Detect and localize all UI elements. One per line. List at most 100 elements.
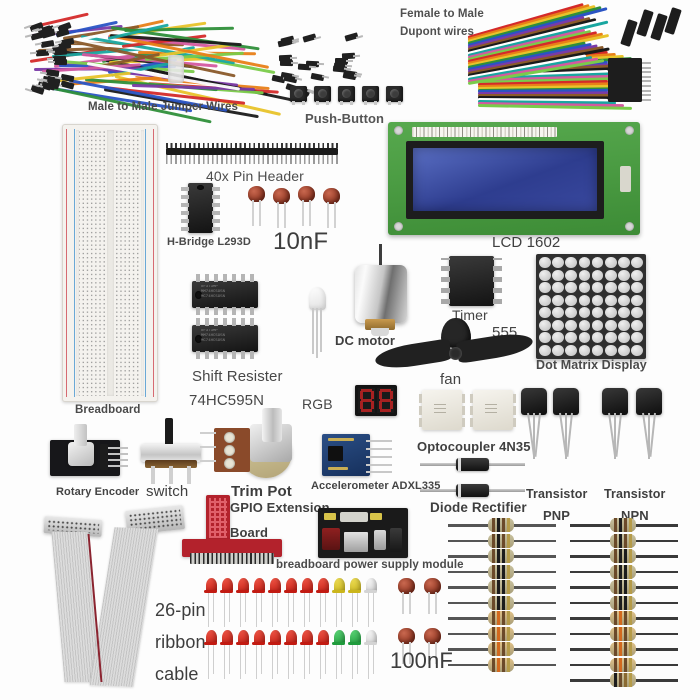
resistor-band: [629, 518, 632, 532]
resistor-band: [629, 657, 632, 672]
push-button[interactable]: [290, 86, 307, 105]
seven-segment-display: [355, 385, 397, 416]
resistor-band: [629, 549, 632, 563]
push-button[interactable]: [386, 86, 403, 105]
label-rgb: RGB: [302, 396, 333, 412]
lcd-contrast-pot: [620, 166, 631, 192]
lcd-mount-hole-br: [625, 222, 634, 231]
led-leg: [368, 645, 370, 679]
resistor: [570, 673, 678, 687]
matrix-dot: [552, 319, 564, 331]
resistor-band: [502, 626, 505, 641]
resistor-band: [619, 595, 622, 610]
psu-usb-port: [344, 532, 368, 552]
resistor-band: [507, 518, 510, 532]
label-shift-register-part: 74HC595N: [189, 392, 265, 409]
optocoupler-4n35-2: [470, 390, 516, 430]
resistor-band: [614, 518, 617, 532]
resistor-band: [619, 657, 622, 672]
capacitor-lead: [428, 592, 430, 614]
led-dome: [366, 630, 377, 645]
matrix-dot: [591, 257, 604, 269]
transistor-npn-2: [636, 388, 666, 459]
led-dome: [222, 630, 233, 645]
resistor: [448, 595, 556, 610]
led-leg: [224, 645, 226, 679]
resistor-band: [624, 564, 627, 579]
psu-capacitor-2: [390, 528, 402, 552]
resistor-band: [619, 518, 622, 532]
led-leg: [372, 645, 374, 674]
label-diode-rectifier: Diode Rectifier: [430, 500, 527, 515]
capacitor-body: [248, 186, 265, 202]
capacitor-lead: [428, 642, 430, 664]
dupont-male-pin: [642, 71, 651, 74]
ic-legs-right: [212, 185, 220, 231]
led-leg: [292, 645, 294, 674]
led-flange: [332, 590, 345, 593]
push-button-leg: [364, 101, 367, 105]
rotary-encoder-pin-header: [100, 444, 108, 470]
psu-capacitor-1: [374, 530, 386, 550]
matrix-dot: [552, 282, 564, 294]
dupont-male-pin: [642, 80, 651, 83]
jumper-wire-pin: [313, 36, 322, 41]
matrix-dot: [578, 269, 591, 281]
psu-jumper-1: [324, 513, 336, 520]
label-lcd-1602: LCD 1602: [492, 234, 561, 251]
led-dome: [286, 578, 297, 593]
lcd-screen: [413, 148, 597, 211]
resistor-band: [497, 518, 500, 532]
ic-legs-left: [181, 185, 189, 231]
resistor-band: [497, 657, 500, 672]
matrix-dot: [631, 282, 643, 294]
matrix-dot: [578, 332, 591, 344]
label-100nf: 100nF: [390, 648, 453, 673]
resistor-band: [497, 580, 500, 594]
led-leg: [308, 593, 310, 622]
led-dome: [334, 578, 345, 593]
led-leg: [208, 645, 210, 679]
jumper-wire-pin: [355, 35, 363, 40]
resistor-band: [624, 673, 627, 687]
resistor-band: [629, 642, 632, 656]
matrix-dot: [591, 319, 604, 331]
resistor-band: [502, 580, 505, 594]
led-flange: [364, 590, 377, 593]
resistor-band: [507, 626, 510, 641]
resistor-band: [507, 611, 510, 625]
matrix-dot: [591, 282, 604, 294]
resistor-band: [624, 657, 627, 672]
push-button[interactable]: [314, 86, 331, 105]
shift-register-ic-2: #F373MP MM74HC595N MC74HC595N: [192, 318, 258, 359]
resistor: [570, 533, 678, 548]
transistor-body: [636, 388, 662, 415]
transistor-body: [521, 388, 547, 415]
matrix-dot: [631, 332, 643, 344]
push-button[interactable]: [362, 86, 379, 105]
led-leg: [288, 645, 290, 679]
dupont-female-connector-block: [608, 58, 642, 102]
resistor-band: [624, 642, 627, 656]
matrix-dot: [552, 307, 564, 319]
lcd-pin-header: [412, 127, 557, 137]
matrix-dot: [591, 307, 604, 319]
resistor-band: [497, 611, 500, 625]
matrix-dot: [565, 282, 578, 294]
resistor-band: [507, 549, 510, 563]
label-dot-matrix: Dot Matrix Display: [536, 358, 647, 372]
label-breadboard: Breadboard: [75, 404, 141, 416]
led-dome: [350, 630, 361, 645]
resistor-band: [507, 642, 510, 656]
matrix-dot: [552, 344, 564, 356]
label-h-bridge: H-Bridge L293D: [167, 236, 251, 248]
label-pin-header: 40x Pin Header: [206, 168, 304, 184]
led-dome: [270, 630, 281, 645]
lcd-1602-module: [388, 122, 640, 235]
push-button[interactable]: [338, 86, 355, 105]
led-dome: [254, 630, 265, 645]
label-female-to-male: Female to Male: [400, 8, 484, 20]
led-leg: [352, 645, 354, 679]
label-ribbon-2: ribbon: [155, 632, 206, 652]
male-to-male-jumper-wires: [23, 12, 363, 124]
